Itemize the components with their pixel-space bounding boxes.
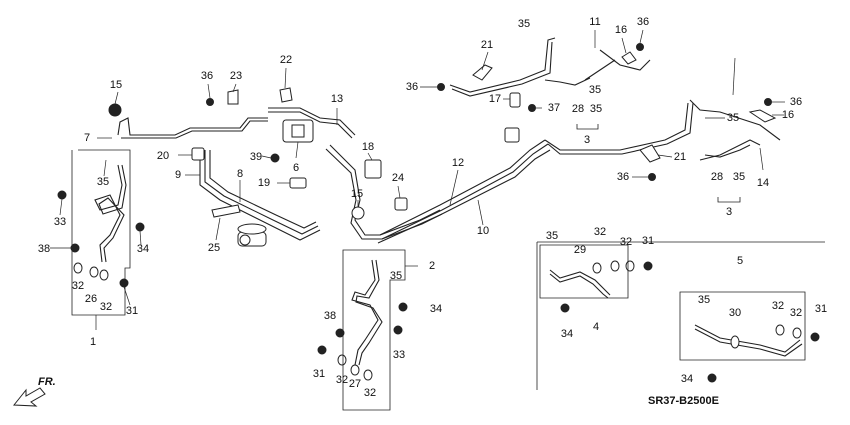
brake-hoses xyxy=(94,77,803,366)
callout-35: 35 xyxy=(390,270,402,282)
callout-15: 15 xyxy=(110,79,122,91)
callout-35: 35 xyxy=(590,103,602,115)
components xyxy=(57,43,820,383)
callout-39: 39 xyxy=(250,151,262,163)
callout-28: 28 xyxy=(711,171,723,183)
callout-35: 35 xyxy=(518,18,530,30)
callout-7: 7 xyxy=(84,132,90,144)
callout-5: 5 xyxy=(737,255,743,267)
callout-33: 33 xyxy=(393,349,405,361)
callout-20: 20 xyxy=(157,150,169,162)
callout-14: 14 xyxy=(757,177,769,189)
callout-9: 9 xyxy=(175,169,181,181)
callout-32: 32 xyxy=(364,387,376,399)
callout-16: 16 xyxy=(615,24,627,36)
callout-38: 38 xyxy=(324,310,336,322)
callout-36: 36 xyxy=(790,96,802,108)
callout-3: 3 xyxy=(726,206,732,218)
diagram-code: SR37-B2500E xyxy=(648,395,719,407)
callout-22: 22 xyxy=(280,54,292,66)
callout-8: 8 xyxy=(237,168,243,180)
callout-32: 32 xyxy=(336,374,348,386)
callout-29: 29 xyxy=(574,244,586,256)
callout-36: 36 xyxy=(637,16,649,28)
front-direction-label: FR. xyxy=(38,376,56,388)
callout-10: 10 xyxy=(477,225,489,237)
callout-31: 31 xyxy=(642,235,654,247)
callout-19: 19 xyxy=(258,177,270,189)
callout-32: 32 xyxy=(594,226,606,238)
callout-15: 15 xyxy=(351,188,363,200)
main-brake-pipes xyxy=(117,37,781,244)
callout-12: 12 xyxy=(452,157,464,169)
callout-36: 36 xyxy=(201,70,213,82)
callout-32: 32 xyxy=(790,307,802,319)
callout-3: 3 xyxy=(584,134,590,146)
callout-6: 6 xyxy=(293,162,299,174)
callout-34: 34 xyxy=(681,373,693,385)
callout-32: 32 xyxy=(72,280,84,292)
callout-31: 31 xyxy=(126,305,138,317)
callout-34: 34 xyxy=(137,243,149,255)
callout-35: 35 xyxy=(546,230,558,242)
callout-25: 25 xyxy=(208,242,220,254)
callout-21: 21 xyxy=(674,151,686,163)
assembly-outlines xyxy=(71,124,825,411)
callout-4: 4 xyxy=(593,321,599,333)
callout-38: 38 xyxy=(38,243,50,255)
callout-1: 1 xyxy=(90,336,96,348)
callout-36: 36 xyxy=(406,81,418,93)
callout-35: 35 xyxy=(97,176,109,188)
callout-33: 33 xyxy=(54,216,66,228)
callout-27: 27 xyxy=(349,378,361,390)
callout-32: 32 xyxy=(772,300,784,312)
callout-35: 35 xyxy=(589,84,601,96)
callout-32: 32 xyxy=(620,236,632,248)
callout-17: 17 xyxy=(489,93,501,105)
callout-31: 31 xyxy=(815,303,827,315)
callout-35: 35 xyxy=(727,112,739,124)
callout-35: 35 xyxy=(698,294,710,306)
callout-35: 35 xyxy=(733,171,745,183)
callout-21: 21 xyxy=(481,39,493,51)
callout-37: 37 xyxy=(548,102,560,114)
callout-28: 28 xyxy=(572,103,584,115)
callout-30: 30 xyxy=(729,307,741,319)
callout-34: 34 xyxy=(561,328,573,340)
leader-lines xyxy=(50,29,785,330)
callout-16: 16 xyxy=(782,109,794,121)
callout-32: 32 xyxy=(100,301,112,313)
callout-34: 34 xyxy=(430,303,442,315)
callout-26: 26 xyxy=(85,293,97,305)
callout-36: 36 xyxy=(617,171,629,183)
callout-23: 23 xyxy=(230,70,242,82)
callout-13: 13 xyxy=(331,93,343,105)
callout-31: 31 xyxy=(313,368,325,380)
callout-11: 11 xyxy=(589,16,600,28)
front-direction-arrow: FR. xyxy=(12,376,56,407)
callout-24: 24 xyxy=(392,172,404,184)
callout-18: 18 xyxy=(362,141,374,153)
callout-labels: 1 2 3 3 4 5 6 7 8 9 10 11 12 13 14 15 15… xyxy=(38,16,827,399)
callout-2: 2 xyxy=(429,260,435,272)
